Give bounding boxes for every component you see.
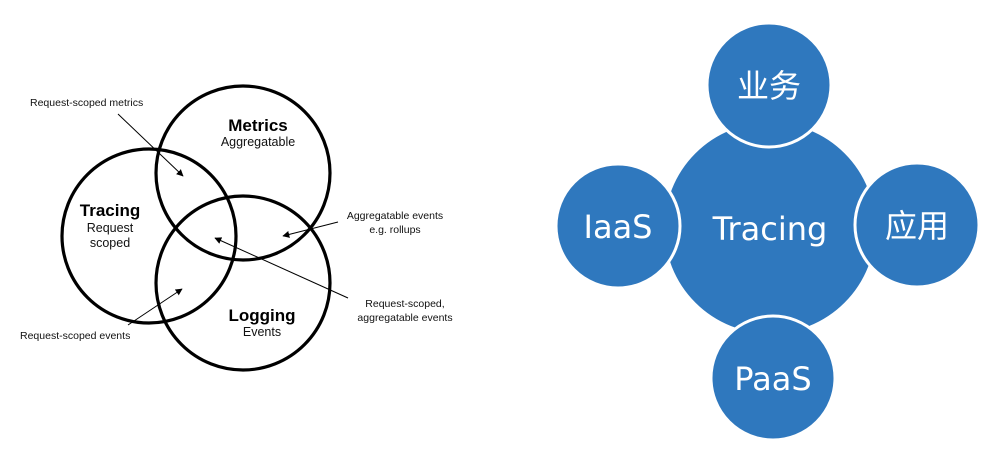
arrow-request-scoped-events: [127, 288, 183, 326]
tracing-title: Tracing: [80, 201, 140, 220]
right-bubble: [853, 161, 981, 289]
arrow-request-scoped-metrics: [117, 113, 184, 177]
annotation-request-scoped-aggregatable-line2: aggregatable events: [357, 312, 452, 324]
tracing-hub-diagram: Tracing 业务 IaaS 应用 PaaS: [554, 21, 981, 442]
bottom-label: PaaS: [734, 360, 811, 398]
right-label: 应用: [885, 207, 949, 245]
left-label: IaaS: [584, 208, 653, 246]
tracing-subtitle-line2: scoped: [90, 236, 130, 250]
tracing-circle: [60, 147, 238, 325]
metrics-title: Metrics: [228, 116, 288, 135]
logging-title: Logging: [228, 306, 295, 325]
arrow-request-scoped-aggregatable: [214, 237, 349, 299]
annotation-aggregatable-events-line2: e.g. rollups: [369, 224, 420, 236]
top-label: 业务: [737, 67, 801, 105]
bottom-bubble: [709, 314, 837, 442]
arrow-aggregatable-events: [282, 221, 339, 238]
logging-circle: [154, 194, 332, 372]
tracing-subtitle-line1: Request: [87, 221, 134, 235]
annotation-aggregatable-events-line1: Aggregatable events: [347, 210, 443, 222]
top-bubble: [705, 21, 833, 149]
metrics-circle: [154, 84, 332, 262]
left-bubble: [554, 162, 682, 290]
metrics-subtitle: Aggregatable: [221, 135, 295, 149]
annotation-request-scoped-aggregatable-line1: Request-scoped,: [365, 298, 444, 310]
center-label: Tracing: [712, 210, 828, 248]
annotation-request-scoped-metrics: Request-scoped metrics: [30, 97, 143, 109]
logging-subtitle: Events: [243, 325, 281, 339]
venn-diagram: Metrics Aggregatable Tracing Request sco…: [20, 84, 453, 372]
annotation-request-scoped-events: Request-scoped events: [20, 330, 130, 342]
